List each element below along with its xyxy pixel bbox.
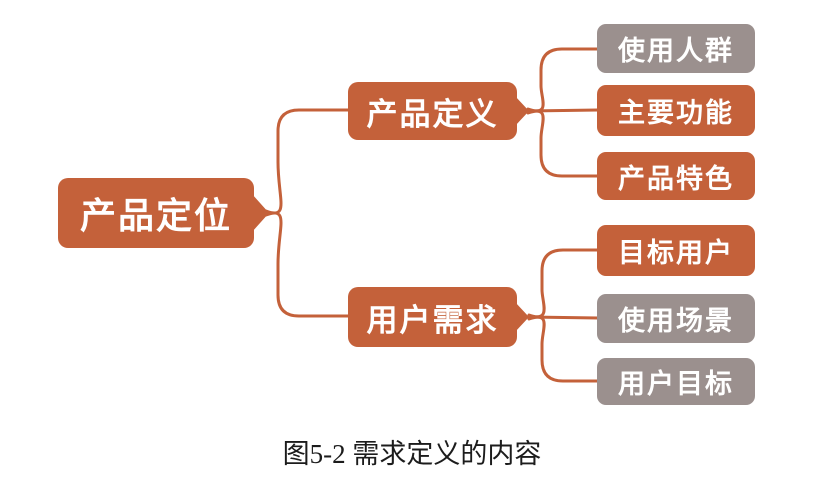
- leaf-node-usage-scenarios: 使用场景: [597, 294, 755, 343]
- branch-node-product-definition: 产品定义: [348, 82, 517, 140]
- branch-node-user-needs: 用户需求: [348, 287, 517, 347]
- leaf-node-product-features: 产品特色: [597, 152, 755, 200]
- leaf-node-target-users: 目标用户: [597, 225, 755, 276]
- root-node: 产品定位: [58, 178, 254, 248]
- figure-caption: 图5-2 需求定义的内容: [282, 439, 542, 469]
- leaf-node-user-groups: 使用人群: [597, 24, 755, 73]
- leaf-node-main-functions: 主要功能: [597, 85, 755, 136]
- leaf-node-user-goals: 用户目标: [597, 358, 755, 405]
